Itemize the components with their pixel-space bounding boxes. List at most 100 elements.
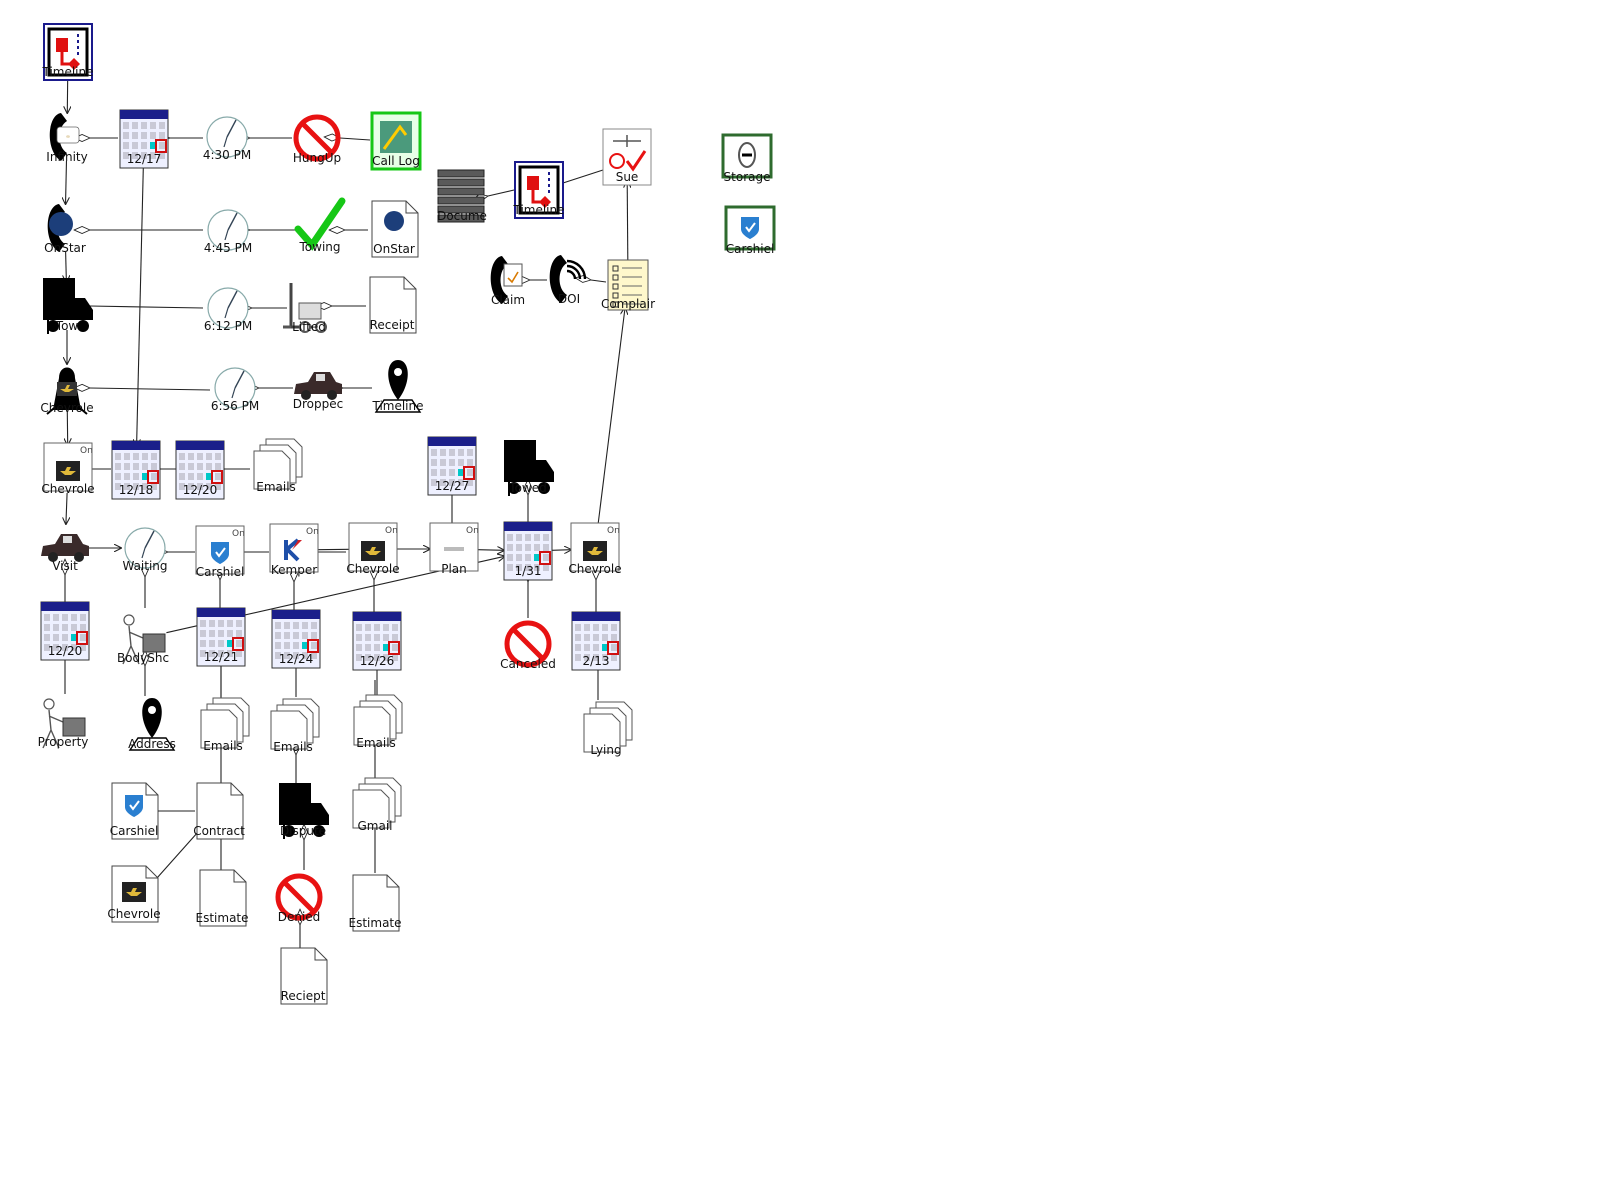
node-cal-1217[interactable]: 12/17 bbox=[119, 109, 169, 169]
node-time-656[interactable]: 6:56 PM bbox=[211, 367, 259, 413]
node-address[interactable]: Address bbox=[128, 698, 176, 751]
node-label: Property bbox=[38, 735, 89, 749]
node-label: 12/18 bbox=[119, 483, 154, 497]
node-label: 2/13 bbox=[583, 654, 610, 668]
node-lifted[interactable]: Lifted bbox=[283, 283, 327, 334]
node-label: Lifted bbox=[292, 320, 326, 334]
checklist-icon bbox=[607, 259, 649, 311]
documents-stack-icon bbox=[353, 694, 403, 746]
node-label: 6:56 PM bbox=[211, 399, 259, 413]
edge-onstar-tow bbox=[66, 251, 67, 282]
node-emails4[interactable]: Emails bbox=[353, 694, 403, 750]
node-bodyshop[interactable]: BodyShc bbox=[117, 614, 169, 665]
node-storage[interactable]: Storage bbox=[721, 133, 773, 184]
node-estimate2[interactable]: Estimate bbox=[348, 874, 402, 932]
node-denied[interactable]: Denied bbox=[275, 873, 323, 924]
node-cal-1226[interactable]: 12/26 bbox=[352, 611, 402, 671]
node-label: Chevrole bbox=[346, 562, 399, 576]
node-doi[interactable]: DOI bbox=[549, 255, 587, 306]
node-carshield2[interactable]: Carshiel bbox=[110, 782, 159, 840]
node-onstar[interactable]: OnStar bbox=[44, 204, 86, 255]
node-emails1[interactable]: Emails bbox=[253, 438, 303, 494]
node-tow[interactable]: Tow bbox=[43, 278, 93, 334]
node-label: Receipt bbox=[370, 318, 415, 332]
calendar-icon bbox=[503, 521, 553, 581]
node-canceled[interactable]: Canceled bbox=[500, 620, 556, 671]
node-cal-1224[interactable]: 12/24 bbox=[271, 609, 321, 669]
node-label: Chevrole bbox=[107, 907, 160, 921]
node-towing[interactable]: Towing bbox=[294, 197, 346, 254]
svg-text:On: On bbox=[80, 446, 93, 456]
node-cal-131[interactable]: 1/31 bbox=[503, 521, 553, 581]
node-timeline-pin[interactable]: Timeline bbox=[371, 360, 424, 413]
svg-text:On: On bbox=[306, 527, 319, 537]
node-layer: Timeline ∞Infinity 12/17 4:30 PM HungUp Call … bbox=[38, 23, 776, 1005]
node-timeline1[interactable]: Timeline bbox=[41, 23, 94, 81]
node-cal-1220a[interactable]: 12/20 bbox=[175, 440, 225, 500]
node-time-445[interactable]: 4:45 PM bbox=[204, 209, 252, 255]
svg-text:On: On bbox=[466, 526, 479, 536]
calendar-icon bbox=[196, 607, 246, 667]
node-sue[interactable]: Sue bbox=[602, 128, 652, 186]
node-label: Timeline bbox=[512, 203, 564, 217]
node-document[interactable]: Docume bbox=[437, 169, 487, 223]
node-emails2[interactable]: Emails bbox=[200, 697, 250, 753]
node-reciept[interactable]: Reciept bbox=[280, 947, 328, 1005]
node-label: Emails bbox=[203, 739, 243, 753]
document-icon bbox=[199, 869, 247, 927]
node-visit[interactable]: Visit bbox=[41, 534, 89, 573]
node-cal-1218[interactable]: 12/18 bbox=[111, 440, 161, 500]
node-emails3[interactable]: Emails bbox=[270, 698, 320, 754]
node-label: DOI bbox=[558, 292, 580, 306]
node-label: 4:45 PM bbox=[204, 241, 252, 255]
blank-window-icon: On bbox=[429, 522, 479, 572]
node-label: Chevrole bbox=[40, 401, 93, 415]
node-cal-1227[interactable]: 12/27 bbox=[427, 436, 477, 496]
node-complaint[interactable]: Complair bbox=[601, 259, 655, 311]
node-onstar-doc[interactable]: OnStar bbox=[371, 200, 419, 258]
edge-infinity-onstar bbox=[66, 160, 67, 204]
car-icon bbox=[41, 534, 89, 562]
node-cal-213[interactable]: 2/13 bbox=[571, 611, 621, 671]
node-contract[interactable]: Contract bbox=[193, 782, 245, 840]
node-label: Tow bbox=[55, 319, 79, 333]
chevrolet-person-icon bbox=[46, 367, 88, 415]
node-label: Complair bbox=[601, 297, 655, 311]
node-hungup[interactable]: HungUp bbox=[293, 114, 341, 165]
node-cal-1221[interactable]: 12/21 bbox=[196, 607, 246, 667]
node-label: Canceled bbox=[500, 657, 556, 671]
node-chevrolet1[interactable]: Chevrole bbox=[40, 367, 94, 416]
node-lying[interactable]: Lying bbox=[583, 701, 633, 757]
svg-text:On: On bbox=[385, 526, 398, 536]
node-receipt1[interactable]: Receipt bbox=[369, 276, 417, 334]
node-towed[interactable]: Towed bbox=[504, 440, 554, 496]
node-infinity[interactable]: ∞Infinity bbox=[46, 113, 88, 164]
node-time-430[interactable]: 4:30 PM bbox=[203, 116, 251, 162]
calendar-icon bbox=[427, 436, 477, 496]
node-time-612[interactable]: 6:12 PM bbox=[204, 287, 252, 333]
node-calllog[interactable]: Call Log bbox=[370, 111, 422, 171]
checkmark-icon bbox=[294, 197, 346, 251]
node-dropped[interactable]: Droppec bbox=[293, 372, 343, 411]
node-gmail[interactable]: Gmail bbox=[352, 777, 402, 833]
node-timeline2[interactable]: Timeline bbox=[512, 161, 565, 219]
node-estimate1[interactable]: Estimate bbox=[195, 869, 249, 927]
node-carshield3[interactable]: Carshiel bbox=[724, 205, 776, 256]
calendar-icon bbox=[271, 609, 321, 669]
node-waiting[interactable]: Waiting bbox=[122, 527, 168, 573]
node-label: Kemper bbox=[271, 563, 317, 577]
node-chevrolet5[interactable]: Chevrole bbox=[107, 865, 161, 923]
carshield-document-icon bbox=[111, 782, 159, 840]
node-dispute[interactable]: Dispute bbox=[279, 783, 329, 839]
node-label: Docume bbox=[437, 209, 487, 223]
node-label: Emails bbox=[273, 740, 313, 754]
node-property[interactable]: Property bbox=[38, 698, 89, 749]
node-claim[interactable]: Claim bbox=[490, 256, 525, 307]
node-cal-1220b[interactable]: 12/20 bbox=[40, 601, 90, 661]
